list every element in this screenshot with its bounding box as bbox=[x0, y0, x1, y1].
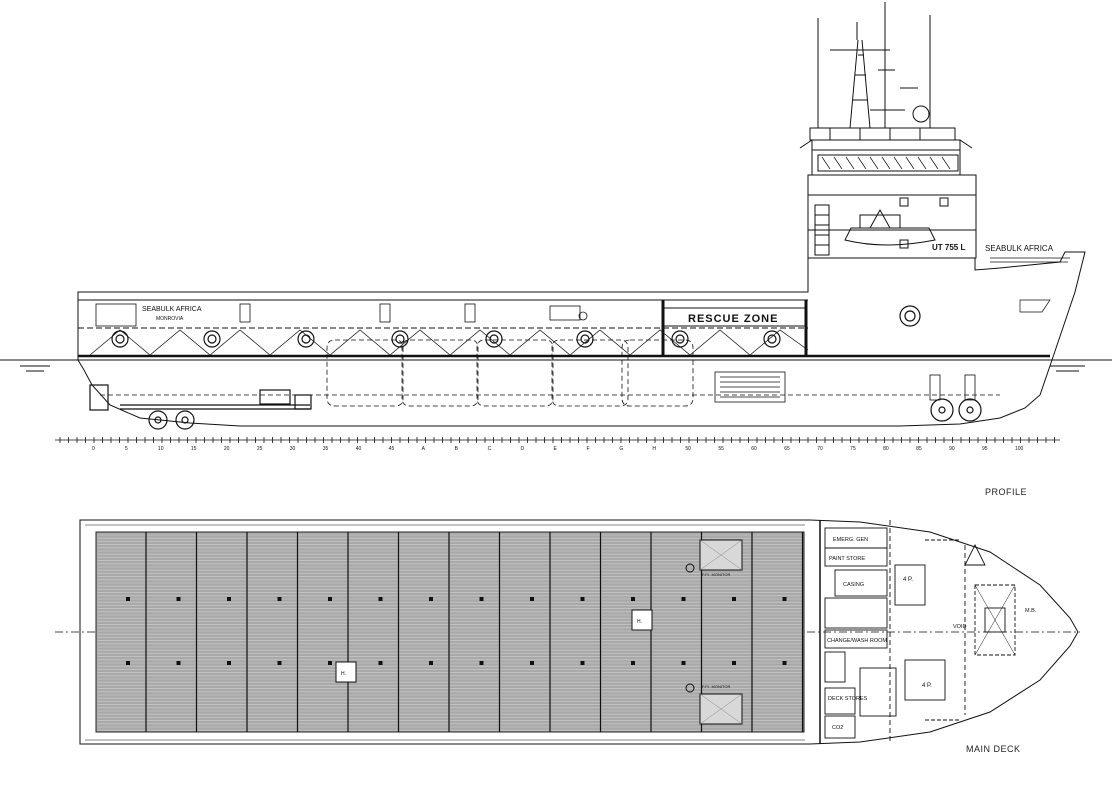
accommodation-rooms bbox=[819, 520, 1016, 744]
frame-number-label: 85 bbox=[916, 446, 922, 452]
frame-number-label: C bbox=[488, 446, 492, 452]
frame-number-label: B bbox=[455, 446, 459, 452]
room-emerg-gen: EMERG. GEN bbox=[833, 537, 868, 543]
bow-name-text: SEABULK AFRICA bbox=[985, 244, 1054, 253]
frame-number-label: 45 bbox=[389, 446, 395, 452]
frame-number-label: 80 bbox=[883, 446, 889, 452]
bulwark-truss bbox=[89, 329, 809, 356]
frame-number-label: 65 bbox=[784, 446, 790, 452]
propellers bbox=[89, 384, 982, 430]
mast bbox=[817, 2, 931, 129]
room-co2: CO2 bbox=[832, 725, 843, 731]
frame-number-label: 90 bbox=[949, 446, 955, 452]
room-change-wash: CHANGE/WASH ROOM bbox=[827, 638, 887, 644]
ship-name-side: SEABULK AFRICA bbox=[142, 306, 202, 313]
engine bbox=[714, 371, 976, 403]
frame-scale bbox=[55, 437, 1060, 443]
frame-number-label: 20 bbox=[224, 446, 230, 452]
cargo-tanks bbox=[100, 339, 1000, 407]
frame-number-label: 70 bbox=[817, 446, 823, 452]
frame-number-label: 100 bbox=[1015, 446, 1024, 452]
room-4p-upper: 4 P. bbox=[903, 577, 913, 583]
frame-number-label: F bbox=[586, 446, 589, 452]
profile-view bbox=[0, 2, 1112, 443]
room-paint-store: PAINT STORE bbox=[829, 556, 865, 562]
ff-monitor-upper: F.F.I. MONITOR bbox=[702, 572, 730, 577]
frame-number-label: 15 bbox=[191, 446, 197, 452]
frame-number-label: 50 bbox=[685, 446, 691, 452]
drawing-text: SEABULK AFRICA MONROVIA RESCUE ZONE UT 7… bbox=[92, 243, 1054, 731]
frame-number-label: 35 bbox=[323, 446, 329, 452]
fenders bbox=[111, 305, 921, 348]
main-deck-view-label: MAIN DECK bbox=[966, 744, 1021, 754]
main-deck-view bbox=[55, 519, 1080, 745]
home-port: MONROVIA bbox=[156, 316, 184, 322]
frame-number-label: 95 bbox=[982, 446, 988, 452]
frame-number-label: 25 bbox=[257, 446, 263, 452]
hatch-label-2: H. bbox=[637, 619, 642, 625]
profile-view-label: PROFILE bbox=[985, 487, 1028, 497]
room-4p-lower: 4 P. bbox=[922, 683, 932, 689]
frame-number-label: 0 bbox=[92, 446, 95, 452]
frame-number-label: 10 bbox=[158, 446, 164, 452]
rescue-zone-text: RESCUE ZONE bbox=[688, 313, 778, 325]
room-void: VOID bbox=[953, 624, 966, 630]
frame-number-label: A bbox=[422, 446, 426, 452]
cargo-deck bbox=[95, 531, 805, 733]
ff-monitor-lower: F.F.I. MONITOR bbox=[702, 684, 730, 689]
frame-number-label: 5 bbox=[125, 446, 128, 452]
frame-number-label: 40 bbox=[356, 446, 362, 452]
superstructure bbox=[799, 127, 977, 259]
frame-number-label: D bbox=[521, 446, 525, 452]
deck-hull-outline bbox=[79, 519, 1079, 745]
design-code-text: UT 755 L bbox=[932, 243, 965, 252]
frame-number-label: E bbox=[554, 446, 558, 452]
frame-number-label: 55 bbox=[718, 446, 724, 452]
frame-number-label: G bbox=[619, 446, 623, 452]
frame-number-label: 60 bbox=[751, 446, 757, 452]
room-casing: CASING bbox=[843, 582, 864, 588]
frame-number-label: H bbox=[652, 446, 656, 452]
room-mb: M.B. bbox=[1025, 608, 1037, 614]
frame-number-label: 75 bbox=[850, 446, 856, 452]
frame-number-label: 30 bbox=[290, 446, 296, 452]
room-deck-stores: DECK STORES bbox=[828, 696, 868, 702]
hatch-label-1: H. bbox=[341, 671, 346, 677]
